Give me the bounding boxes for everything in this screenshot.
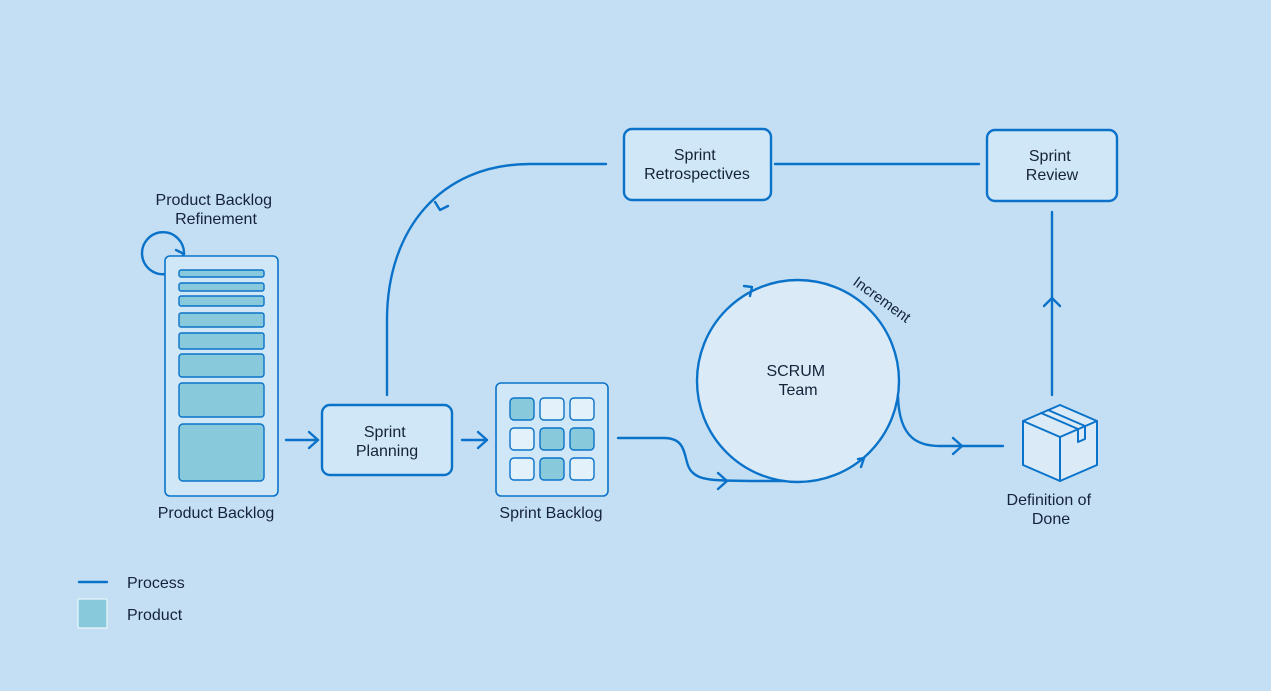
arrow-retro-to-planning: [385, 162, 608, 397]
sprint-item: [569, 427, 595, 451]
arrow-planning-to-sprint-backlog: [460, 430, 489, 450]
arrow-team-to-dod: [896, 394, 1005, 456]
arrow-backlog-to-planning: [284, 430, 320, 450]
increment-chevron: [856, 456, 866, 469]
backlog-item: [178, 269, 265, 278]
backlog-item: [178, 423, 265, 482]
backlog-item: [178, 353, 265, 378]
sprint-item: [509, 457, 535, 481]
sprint-item: [509, 427, 535, 451]
scrum-team-label: SCRUM Team: [766, 363, 829, 399]
product-backlog-label: Product Backlog: [158, 505, 275, 522]
sprint-item: [539, 457, 565, 481]
sprint-retrospectives-label: Sprint Retrospectives: [644, 147, 750, 183]
backlog-item: [178, 332, 265, 350]
legend-product-label: Product: [127, 607, 183, 624]
sprint-item: [509, 397, 535, 421]
sprint-review-label: Sprint Review: [1026, 148, 1079, 184]
increment-chevron: [742, 284, 754, 298]
sprint-backlog-label: Sprint Backlog: [499, 505, 602, 522]
sprint-item: [569, 457, 595, 481]
definition-of-done-label: Definition of Done: [1007, 492, 1096, 528]
backlog-item: [178, 382, 265, 418]
arrow-sprint-backlog-to-team: [616, 436, 802, 491]
legend-process-label: Process: [127, 575, 185, 592]
product-backlog-stack: [164, 255, 279, 497]
sprint-planning-label: Sprint Planning: [356, 424, 418, 460]
sprint-item: [569, 397, 595, 421]
backlog-item: [178, 282, 265, 292]
sprint-item: [539, 397, 565, 421]
sprint-retrospectives-box: [622, 127, 773, 202]
box-icon: [1022, 404, 1098, 482]
sprint-planning-box: [320, 403, 454, 477]
product-backlog-refinement-label: Product Backlog Refinement: [156, 192, 277, 228]
scrum-team-circle: [695, 278, 901, 484]
sprint-item: [539, 427, 565, 451]
legend-product-swatch: [77, 598, 108, 629]
arrow-dod-to-review: [1042, 210, 1062, 397]
backlog-item: [178, 312, 265, 328]
sprint-review-box: [985, 128, 1119, 203]
backlog-item: [178, 295, 265, 307]
sprint-backlog-grid: [495, 382, 609, 497]
